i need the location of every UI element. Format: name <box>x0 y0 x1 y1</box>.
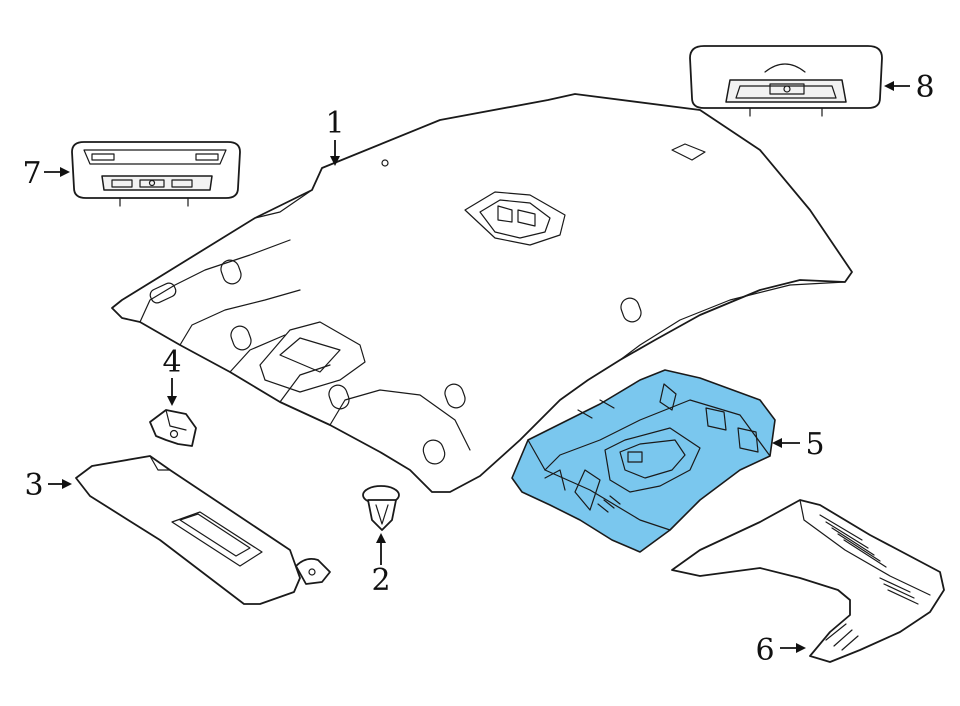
sun-visor <box>75 455 331 605</box>
front-dome-lamp <box>71 141 241 207</box>
rear-dome-lamp <box>689 45 883 117</box>
callout-5: 5 <box>805 427 824 462</box>
console-trim-panel <box>671 499 945 663</box>
headliner <box>111 93 853 493</box>
retainer-clip <box>362 485 400 531</box>
callout-6: 6 <box>755 633 774 668</box>
callout-3: 3 <box>24 468 43 503</box>
callout-7: 7 <box>22 156 41 191</box>
callout-arrows <box>44 81 910 653</box>
callout-8: 8 <box>915 70 934 105</box>
callout-2: 2 <box>371 563 390 598</box>
visor-bracket <box>149 409 197 447</box>
callout-4: 4 <box>162 345 181 380</box>
callout-1: 1 <box>325 106 344 141</box>
overhead-console-bracket <box>511 369 776 553</box>
